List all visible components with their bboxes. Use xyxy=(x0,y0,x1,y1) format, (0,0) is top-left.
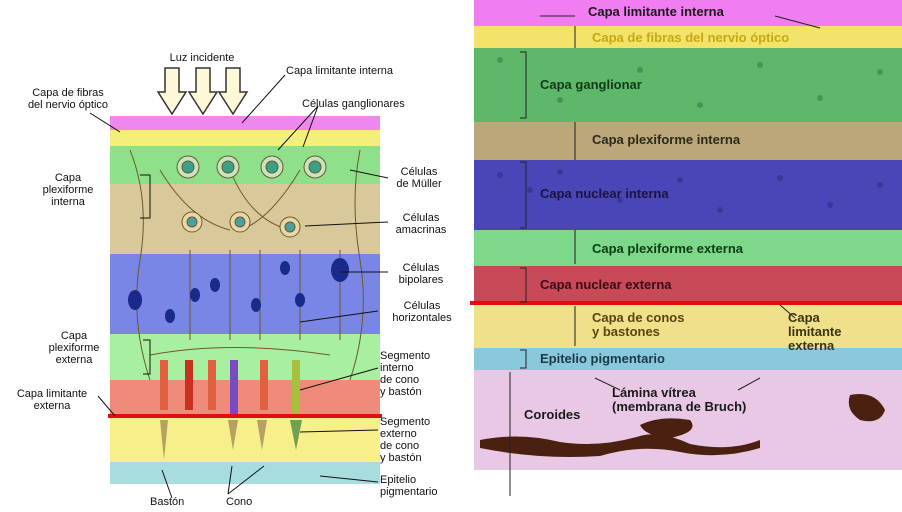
choroid-pigment xyxy=(480,394,885,457)
label-left-ganglionares: Células ganglionares xyxy=(302,98,405,110)
label-left-baston: Bastón xyxy=(150,496,185,508)
label-right-nuclear-externa: Capa nuclear externa xyxy=(540,277,672,292)
left-band-plexiforme-externa xyxy=(110,334,380,380)
right-band-plexiforme-externa xyxy=(474,230,902,266)
label-right-lamina: Lámina vítrea (membrana de Bruch) xyxy=(612,385,747,414)
label-right-plexiforme-interna: Capa plexiforme interna xyxy=(592,132,741,147)
label-left-epitelio: Epitelio pigmentario xyxy=(380,474,438,498)
label-left-segmento-externo: Segmento externo de cono y bastón xyxy=(380,416,431,464)
label-left-limitante-interna: Capa limitante interna xyxy=(286,65,394,77)
left-band-limitante-interna xyxy=(110,116,380,130)
label-left-limitante-externa: Capa limitante externa xyxy=(16,388,88,412)
nuclei-texture xyxy=(497,169,883,213)
label-right-plexiforme-externa: Capa plexiforme externa xyxy=(592,241,744,256)
label-right-fibras: Capa de fibras del nervio óptico xyxy=(592,30,790,45)
right-band-nuclear-externa xyxy=(474,266,902,304)
amacrine-cells xyxy=(181,211,301,238)
label-left-muller: Células de Müller xyxy=(396,166,442,190)
label-luz-incidente: Luz incidente xyxy=(169,52,235,64)
label-left-bipolares: Células bipolares xyxy=(398,262,444,286)
label-right-conos-bastones: Capa de conos y bastones xyxy=(592,310,685,339)
label-left-segmento-interno: Segmento interno de cono y bastón xyxy=(380,350,431,398)
label-left-plexiforme-interna: Capa plexiforme interna xyxy=(42,172,94,208)
left-leader-lines xyxy=(89,74,389,499)
left-band-ganglionar xyxy=(110,146,380,184)
left-band-fibras xyxy=(110,130,380,146)
label-left-plexiforme-externa: Capa plexiforme externa xyxy=(48,330,100,366)
label-right-coroides: Coroides xyxy=(524,407,581,422)
ganglion-texture xyxy=(497,57,883,108)
right-histology xyxy=(470,0,902,496)
label-left-amacrinas: Células amacrinas xyxy=(395,212,447,236)
left-band-nuclear-externa xyxy=(110,380,380,416)
right-band-limitante-interna xyxy=(474,0,902,26)
label-right-limitante-externa: Capa limitante externa xyxy=(788,310,842,353)
label-left-cono: Cono xyxy=(226,496,253,508)
label-right-limitante-interna: Capa limitante interna xyxy=(588,4,724,19)
left-band-epitelio xyxy=(110,462,380,484)
right-leader-lines xyxy=(509,15,821,496)
label-left-fibras: Capa de fibras del nervio óptico xyxy=(27,87,109,111)
label-left-horizontales: Células horizontales xyxy=(392,300,452,324)
left-schematic xyxy=(89,67,389,499)
ganglion-cells xyxy=(176,155,327,179)
label-right-nuclear-interna: Capa nuclear interna xyxy=(540,186,669,201)
photoreceptor-segments xyxy=(160,360,302,460)
light-arrows xyxy=(156,67,249,116)
right-band-plexiforme-interna xyxy=(474,122,902,160)
right-band-ganglionar xyxy=(474,48,902,122)
right-band-nuclear-interna xyxy=(474,160,902,230)
bipolar-cells xyxy=(128,258,349,323)
label-right-ganglionar: Capa ganglionar xyxy=(540,77,642,92)
right-band-fibras xyxy=(474,26,902,48)
left-band-conos-bastones xyxy=(110,416,380,462)
right-band-epitelio xyxy=(474,348,902,370)
label-right-epitelio: Epitelio pigmentario xyxy=(540,351,665,366)
right-band-conos-bastones xyxy=(474,304,902,348)
